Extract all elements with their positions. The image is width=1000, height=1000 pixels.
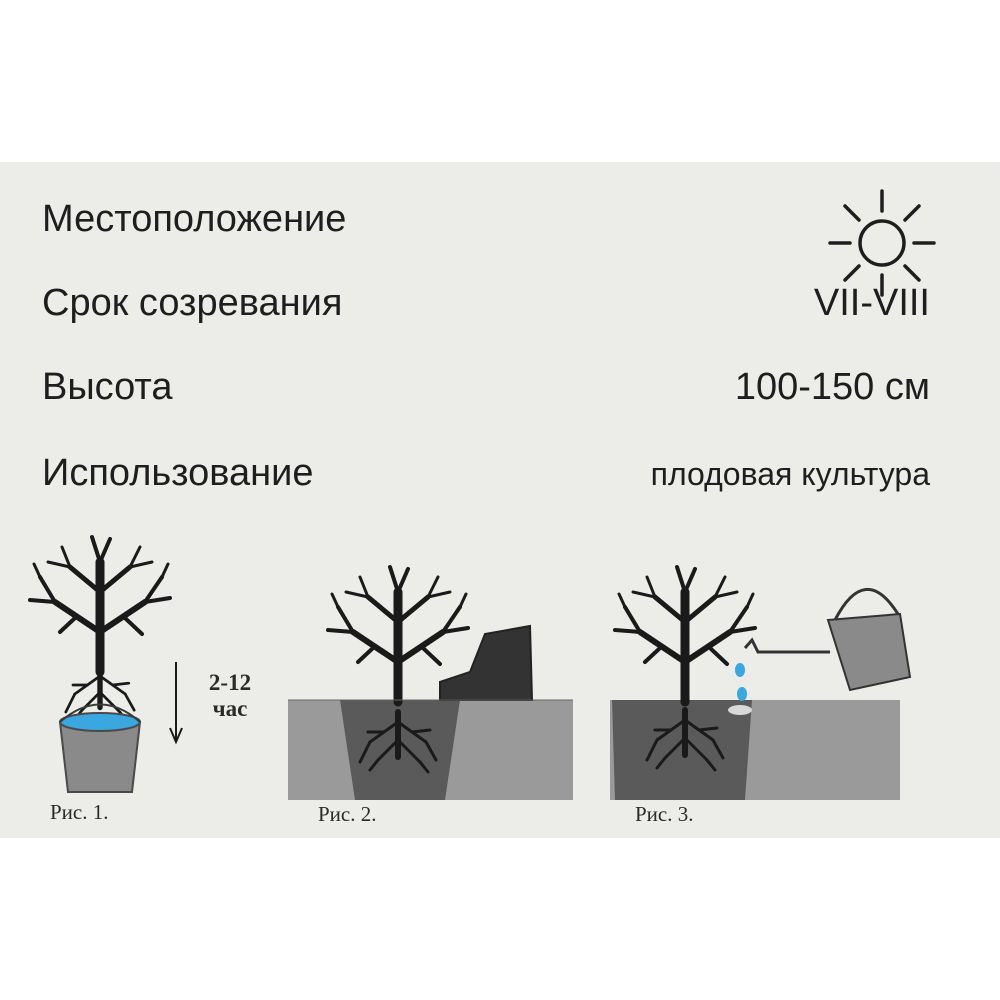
soak-duration-value: 2-12 bbox=[208, 670, 252, 695]
usage-value: плодовая культура bbox=[650, 456, 930, 492]
usage-label: Использование bbox=[42, 452, 314, 494]
figure-2-planting bbox=[288, 567, 573, 800]
figure-3-watering bbox=[610, 567, 912, 800]
figure-1-caption: Рис. 1. bbox=[50, 800, 109, 824]
figure-3-caption: Рис. 3. bbox=[635, 802, 694, 826]
height-label: Высота bbox=[42, 366, 173, 408]
figure-2-caption: Рис. 2. bbox=[318, 802, 377, 826]
planting-info-card: Местоположение Срок созревания VII-VIII … bbox=[0, 162, 1000, 838]
ripening-label: Срок созревания bbox=[42, 282, 343, 324]
soak-duration-unit: час bbox=[212, 696, 248, 722]
planting-illustrations bbox=[0, 162, 912, 800]
sun-icon bbox=[828, 189, 936, 297]
ripening-value: VII-VIII bbox=[813, 282, 930, 324]
location-label: Местоположение bbox=[42, 198, 347, 240]
height-value: 100-150 см bbox=[734, 366, 930, 408]
figure-1-soaking bbox=[30, 537, 183, 793]
soak-duration: 2-12 час bbox=[197, 670, 263, 723]
